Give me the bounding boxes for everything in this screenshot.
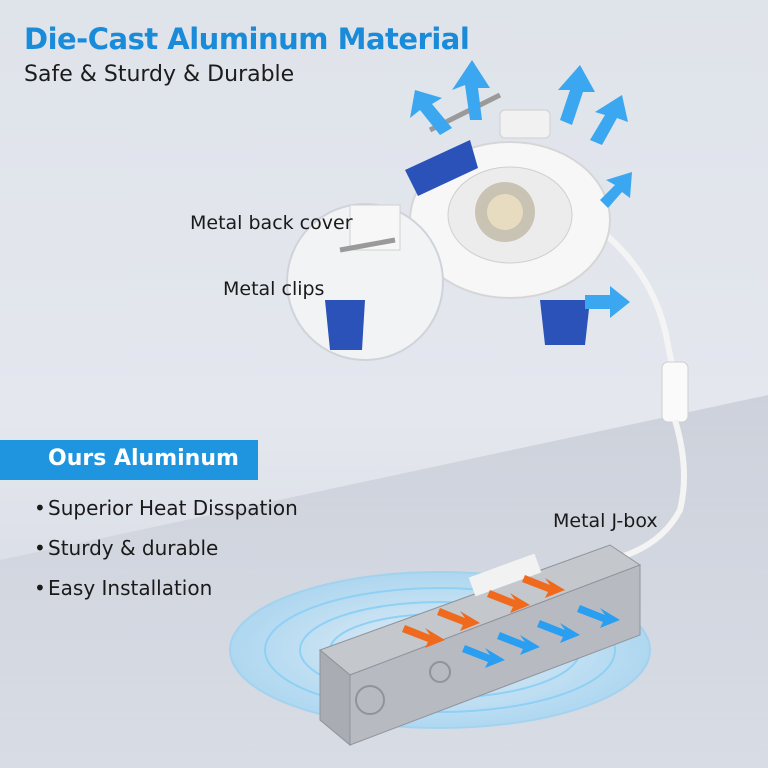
jbox-callout: Metal J-box bbox=[553, 510, 658, 532]
feature-banner: Ours Aluminum bbox=[0, 440, 258, 480]
inset-clip bbox=[325, 300, 365, 350]
page-title: Die-Cast Aluminum Material bbox=[24, 22, 470, 56]
clip-bottom bbox=[540, 300, 590, 345]
back-cover-callout: Metal back cover bbox=[190, 212, 353, 234]
page-subtitle: Safe & Sturdy & Durable bbox=[24, 62, 295, 87]
bullet: • bbox=[34, 536, 46, 560]
inset-spring bbox=[339, 237, 396, 253]
cable bbox=[598, 227, 678, 381]
feature-list: •Superior Heat Disspation •Sturdy & dura… bbox=[34, 494, 298, 614]
banner-label: Ours Aluminum bbox=[48, 446, 239, 471]
jbox bbox=[319, 544, 642, 747]
feature-item: •Sturdy & durable bbox=[34, 536, 219, 560]
bullet: • bbox=[34, 496, 46, 520]
clips-callout: Metal clips bbox=[223, 278, 325, 300]
feature-item: •Easy Installation bbox=[34, 576, 213, 600]
cable-lower bbox=[609, 419, 687, 563]
jbox-heat-arrows bbox=[402, 575, 620, 668]
cable-connector bbox=[661, 361, 689, 423]
bullet: • bbox=[34, 576, 46, 600]
detail-inset bbox=[286, 203, 444, 361]
clip-top bbox=[405, 140, 478, 196]
heat-flow-arrows bbox=[410, 60, 632, 318]
feature-item: •Superior Heat Disspation bbox=[34, 496, 298, 520]
